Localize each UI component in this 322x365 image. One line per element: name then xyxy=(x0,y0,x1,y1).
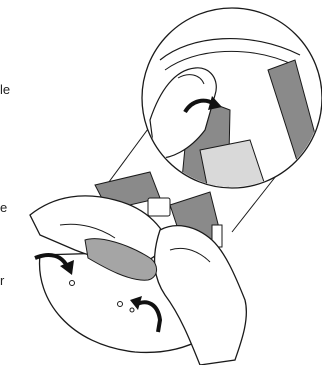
buckle-icon xyxy=(148,198,170,216)
zoom-detail-circle xyxy=(142,8,322,200)
